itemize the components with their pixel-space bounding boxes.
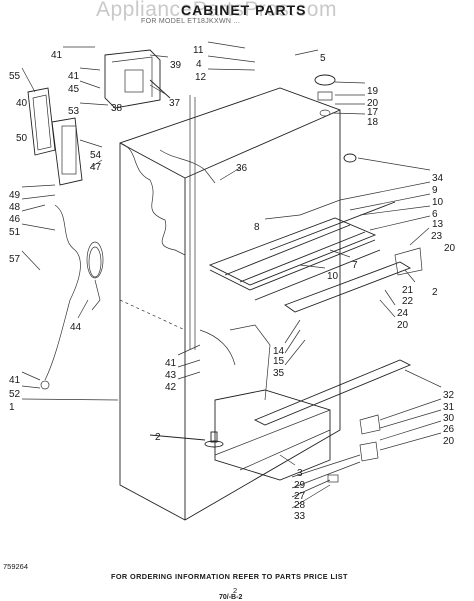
callout-20: 20 xyxy=(444,243,456,254)
callout-27: 27 xyxy=(294,491,306,502)
callout-2: 2 xyxy=(432,287,438,298)
callout-41: 41 xyxy=(51,50,63,61)
callout-53: 53 xyxy=(68,106,80,117)
callout-38: 38 xyxy=(111,103,123,114)
callout-44: 44 xyxy=(70,322,82,333)
callout-6: 6 xyxy=(432,209,438,220)
callout-50: 50 xyxy=(16,133,28,144)
callout-1: 1 xyxy=(9,402,15,413)
callout-33: 33 xyxy=(294,511,306,522)
callout-19: 19 xyxy=(367,86,379,97)
callout-20: 20 xyxy=(443,436,455,447)
leveling-leg xyxy=(149,431,224,448)
callout-14: 14 xyxy=(273,346,285,357)
callout-10: 10 xyxy=(432,197,444,208)
left-panel-parts xyxy=(27,87,104,390)
cabinet-body xyxy=(119,87,341,521)
callout-37: 37 xyxy=(169,98,181,109)
callout-30: 30 xyxy=(443,413,455,424)
page-title: CABINET PARTS xyxy=(181,2,307,18)
callout-24: 24 xyxy=(397,308,409,319)
callout-47: 47 xyxy=(90,162,102,173)
callout-49: 49 xyxy=(9,190,21,201)
callout-22: 22 xyxy=(402,296,414,307)
diagram-code: 759264 xyxy=(3,562,29,571)
top-control-housing xyxy=(104,49,171,109)
callout-29: 29 xyxy=(294,480,306,491)
shelf-rails xyxy=(208,199,412,313)
callout-18: 18 xyxy=(367,117,379,128)
callout-41: 41 xyxy=(9,375,21,386)
callout-2: 2 xyxy=(155,432,161,443)
callout-36: 36 xyxy=(236,163,248,174)
callout-54: 54 xyxy=(90,150,102,161)
callout-41: 41 xyxy=(68,71,80,82)
model-subtitle: FOR MODEL ET18JKXWN ... xyxy=(141,18,241,25)
callout-40: 40 xyxy=(16,98,28,109)
callout-12: 12 xyxy=(195,72,207,83)
callout-28: 28 xyxy=(294,500,306,511)
callout-17: 17 xyxy=(367,107,379,118)
page-code: 70/-B-2 xyxy=(219,594,243,601)
callout-20: 20 xyxy=(397,320,409,331)
callout-35: 35 xyxy=(273,368,285,379)
callout-34: 34 xyxy=(432,173,444,184)
callout-11: 11 xyxy=(193,45,204,56)
callout-13: 13 xyxy=(432,219,444,230)
callout-31: 31 xyxy=(443,402,455,413)
callout-32: 32 xyxy=(443,390,455,401)
callout-55: 55 xyxy=(9,71,21,82)
callout-10: 10 xyxy=(327,271,339,282)
watermark: AppliancePartsPros.com xyxy=(96,0,337,21)
callout-21: 21 xyxy=(402,285,414,296)
callout-7: 7 xyxy=(352,260,358,271)
callout-57: 57 xyxy=(9,254,21,265)
callout-42: 42 xyxy=(165,382,177,393)
callout-43: 43 xyxy=(165,370,177,381)
callout-41: 41 xyxy=(165,358,177,369)
callout-45: 45 xyxy=(68,84,80,95)
callout-52: 52 xyxy=(9,389,21,400)
callout-39: 39 xyxy=(170,60,182,71)
callout-20: 20 xyxy=(367,98,379,109)
callout-8: 8 xyxy=(254,222,260,233)
ordering-note: FOR ORDERING INFORMATION REFER TO PARTS … xyxy=(111,572,348,581)
callout-15: 15 xyxy=(273,356,285,367)
leader-lines xyxy=(21,41,442,509)
right-small-parts xyxy=(314,74,423,483)
callout-3: 3 xyxy=(297,468,303,479)
page-number: 2 xyxy=(233,586,238,595)
callout-23: 23 xyxy=(431,231,443,242)
callout-51: 51 xyxy=(9,227,21,238)
callout-4: 4 xyxy=(196,59,202,70)
callout-9: 9 xyxy=(432,185,438,196)
callout-46: 46 xyxy=(9,214,21,225)
callout-48: 48 xyxy=(9,202,21,213)
lower-bracket xyxy=(199,324,412,481)
callout-5: 5 xyxy=(320,53,326,64)
callout-26: 26 xyxy=(443,424,455,435)
